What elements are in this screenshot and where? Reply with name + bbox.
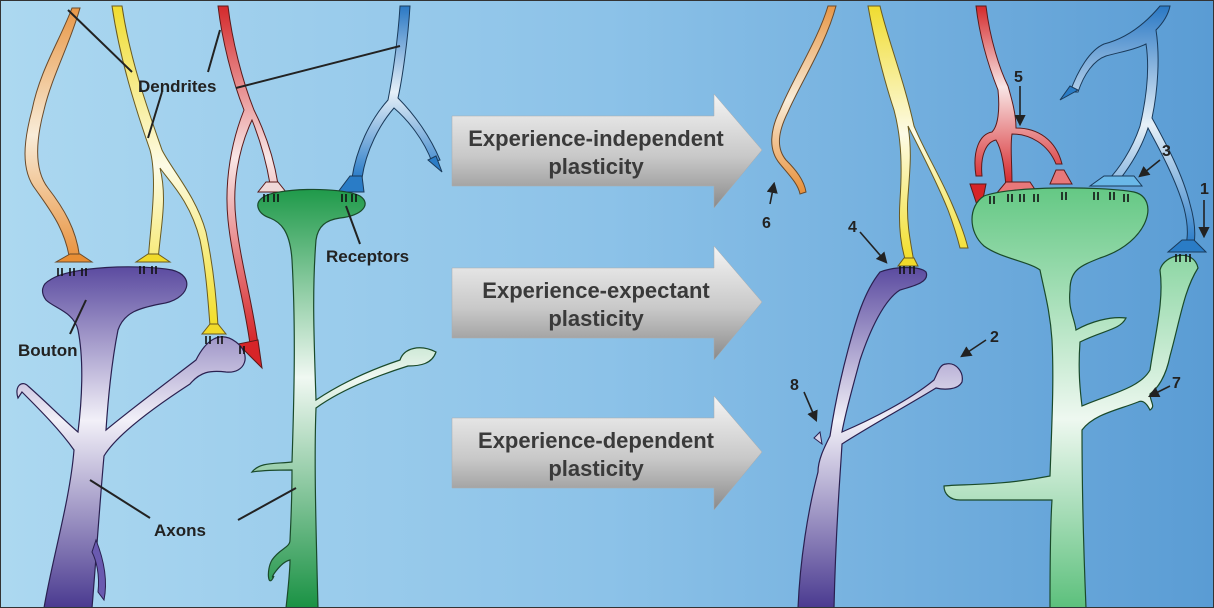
- arrow-1-line2: plasticity: [548, 154, 644, 179]
- arrow-3-line1: Experience-dependent: [478, 428, 715, 453]
- dendrites-label: Dendrites: [138, 77, 216, 96]
- marker-7: 7: [1172, 375, 1181, 392]
- arrow-2-line2: plasticity: [548, 306, 644, 331]
- marker-2: 2: [990, 329, 999, 346]
- marker-5: 5: [1014, 69, 1023, 86]
- arrow-2-line1: Experience-expectant: [482, 278, 710, 303]
- marker-8: 8: [790, 377, 799, 394]
- marker-6: 6: [762, 215, 771, 232]
- bouton-label: Bouton: [18, 341, 77, 360]
- arrow-1-line1: Experience-independent: [468, 126, 724, 151]
- marker-4: 4: [848, 219, 857, 236]
- axons-label: Axons: [154, 521, 206, 540]
- arrow-3-line2: plasticity: [548, 456, 644, 481]
- receptors-label: Receptors: [326, 247, 409, 266]
- marker-1: 1: [1200, 181, 1209, 198]
- process-arrows: Experience-independent plasticity Experi…: [452, 94, 762, 510]
- marker-3: 3: [1162, 143, 1171, 160]
